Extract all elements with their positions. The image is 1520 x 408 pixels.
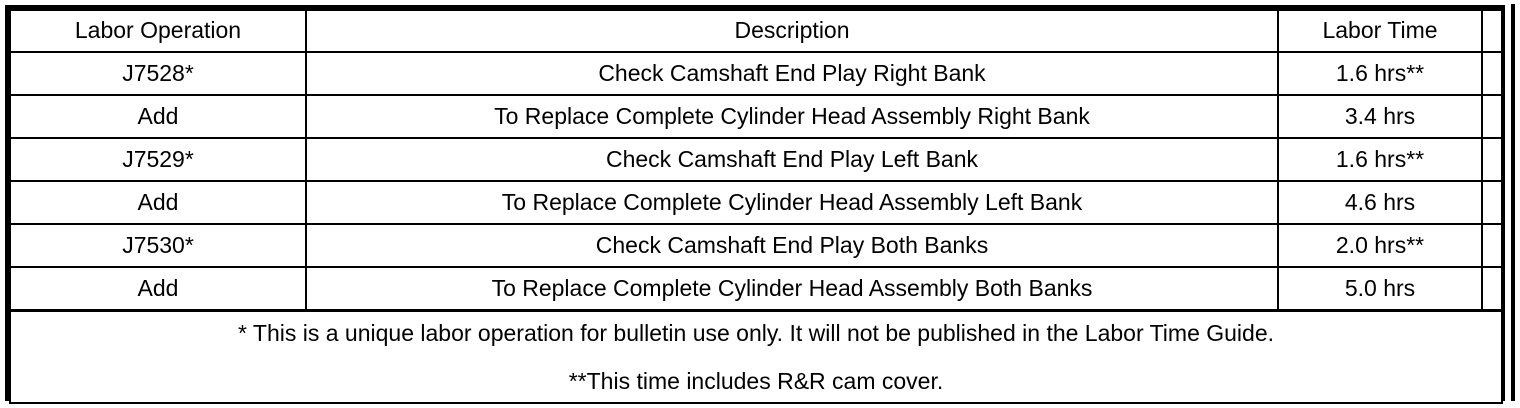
table-row: Add To Replace Complete Cylinder Head As…: [9, 180, 1503, 225]
footnote-double-asterisk: **This time includes R&R cam cover.: [568, 368, 944, 394]
cell-description: Check Camshaft End Play Left Bank: [305, 137, 1279, 182]
footnotes-cell: * This is a unique labor operation for b…: [9, 309, 1503, 404]
cell-labor-time: 3.4 hrs: [1277, 94, 1483, 139]
labor-operation-table-container: Labor Operation Description Labor Time J…: [5, 5, 1505, 404]
cell-spacer: [1481, 137, 1503, 182]
table-header-row: Labor Operation Description Labor Time: [9, 9, 1503, 53]
cell-labor-operation: Add: [9, 180, 307, 225]
cell-description: Check Camshaft End Play Right Bank: [305, 51, 1279, 96]
column-header-labor-time: Labor Time: [1277, 9, 1483, 53]
page-edge-rule: [1511, 4, 1515, 401]
column-header-spacer: [1481, 9, 1503, 53]
cell-description: Check Camshaft End Play Both Banks: [305, 223, 1279, 268]
cell-description: To Replace Complete Cylinder Head Assemb…: [305, 180, 1279, 225]
cell-labor-time: 4.6 hrs: [1277, 180, 1483, 225]
cell-labor-time: 5.0 hrs: [1277, 266, 1483, 312]
column-header-labor-operation: Labor Operation: [9, 9, 307, 53]
cell-labor-operation: J7528*: [9, 51, 307, 96]
cell-spacer: [1481, 94, 1503, 139]
cell-description: To Replace Complete Cylinder Head Assemb…: [305, 266, 1279, 312]
cell-description: To Replace Complete Cylinder Head Assemb…: [305, 94, 1279, 139]
cell-spacer: [1481, 223, 1503, 268]
column-header-description: Description: [305, 9, 1279, 53]
cell-labor-time: 1.6 hrs**: [1277, 51, 1483, 96]
table-header: Labor Operation Description Labor Time: [9, 9, 1503, 53]
table-body: J7528* Check Camshaft End Play Right Ban…: [9, 51, 1503, 404]
labor-operation-table: Labor Operation Description Labor Time J…: [9, 9, 1503, 404]
cell-labor-operation: J7530*: [9, 223, 307, 268]
footnotes-row: * This is a unique labor operation for b…: [9, 309, 1503, 404]
footnote-spacer: [11, 346, 1501, 368]
table-row: J7528* Check Camshaft End Play Right Ban…: [9, 51, 1503, 96]
cell-labor-operation: Add: [9, 266, 307, 312]
cell-labor-time: 2.0 hrs**: [1277, 223, 1483, 268]
cell-spacer: [1481, 51, 1503, 96]
table-row: Add To Replace Complete Cylinder Head As…: [9, 266, 1503, 312]
table-row: J7529* Check Camshaft End Play Left Bank…: [9, 137, 1503, 182]
table-row: Add To Replace Complete Cylinder Head As…: [9, 94, 1503, 139]
cell-spacer: [1481, 180, 1503, 225]
cell-spacer: [1481, 266, 1503, 312]
cell-labor-operation: J7529*: [9, 137, 307, 182]
cell-labor-operation: Add: [9, 94, 307, 139]
cell-labor-time: 1.6 hrs**: [1277, 137, 1483, 182]
footnote-asterisk: * This is a unique labor operation for b…: [237, 319, 1275, 346]
table-row: J7530* Check Camshaft End Play Both Bank…: [9, 223, 1503, 268]
